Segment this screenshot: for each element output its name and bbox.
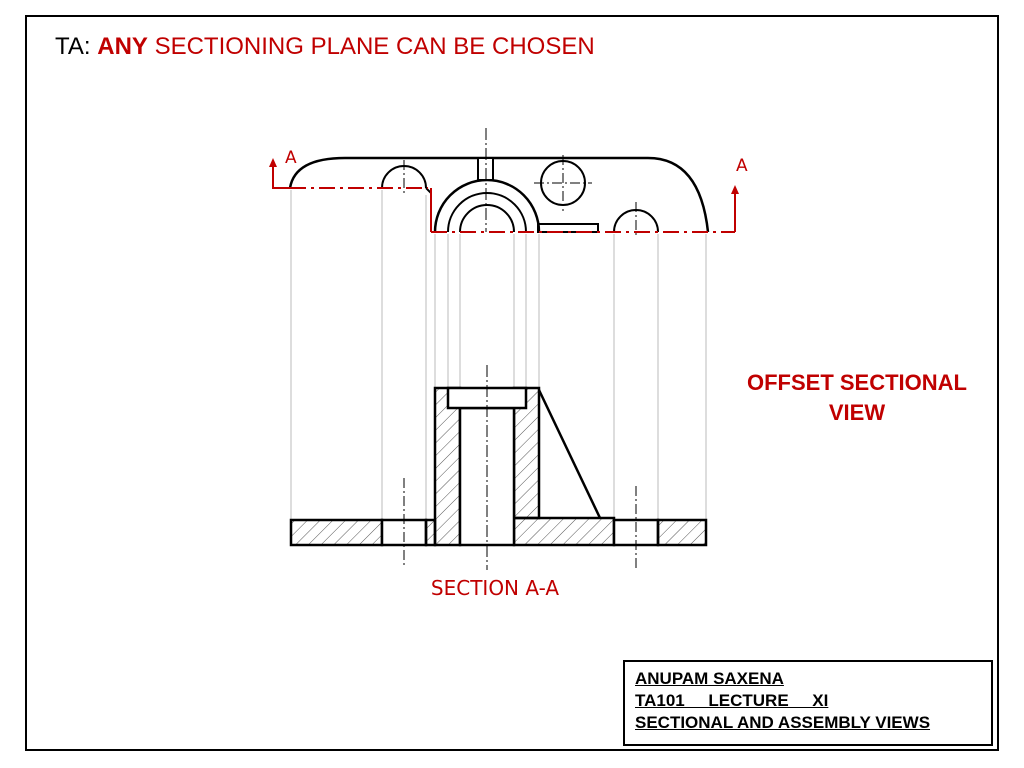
top-view-rib — [537, 223, 599, 233]
boss-right-wall — [512, 386, 541, 520]
slide-title: TA: ANY SECTIONING PLANE CAN BE CHOSEN — [55, 33, 595, 61]
section-caption: SECTION A-A — [430, 576, 560, 600]
side-note-line2: VIEW — [828, 400, 886, 425]
cutting-plane-arrow-left — [272, 163, 290, 189]
side-note-line1: OFFSET SECTIONAL — [747, 370, 967, 395]
top-view-central-boss-inner — [459, 204, 515, 233]
side-note: OFFSET SECTIONAL VIEW — [712, 368, 1002, 428]
top-view-outline — [288, 156, 710, 233]
section-rib — [537, 389, 602, 519]
section-view — [289, 365, 708, 570]
title-block: ANUPAM SAXENA TA101 LECTURE XI SECTIONAL… — [623, 660, 993, 746]
top-view-central-boss-mid — [447, 192, 527, 233]
boss-left-wall — [433, 386, 462, 547]
cutting-plane-label-right: A — [736, 156, 748, 176]
title-block-course: TA101 LECTURE XI — [635, 691, 829, 710]
base-right — [656, 518, 708, 547]
title-prefix: TA: — [55, 33, 98, 60]
top-view — [288, 128, 710, 238]
title-rest: SECTIONING PLANE CAN BE CHOSEN — [147, 33, 595, 60]
cutting-plane-label-left: A — [285, 148, 297, 168]
base-right-web — [512, 516, 616, 547]
cutting-plane-line — [269, 158, 739, 233]
title-emphasis: ANY — [97, 33, 148, 60]
title-block-author: ANUPAM SAXENA — [635, 669, 784, 688]
slide-frame — [25, 15, 999, 751]
base-left — [289, 518, 384, 547]
base-left-step — [424, 518, 437, 547]
projection-lines — [290, 190, 707, 520]
title-block-topic: SECTIONAL AND ASSEMBLY VIEWS — [635, 713, 931, 732]
